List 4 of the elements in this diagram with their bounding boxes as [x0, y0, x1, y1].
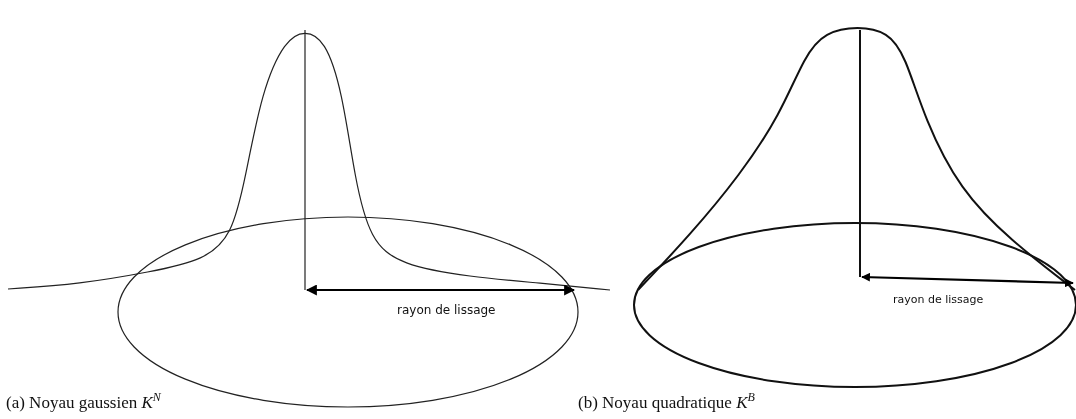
- dimension-label: rayon de lissage: [893, 293, 984, 306]
- dimension-label: rayon de lissage: [397, 303, 496, 317]
- caption: (b) Noyau quadratique K$^{B}$: [578, 390, 755, 413]
- caption: (a) Noyau gaussien K$^{N}$: [6, 390, 161, 413]
